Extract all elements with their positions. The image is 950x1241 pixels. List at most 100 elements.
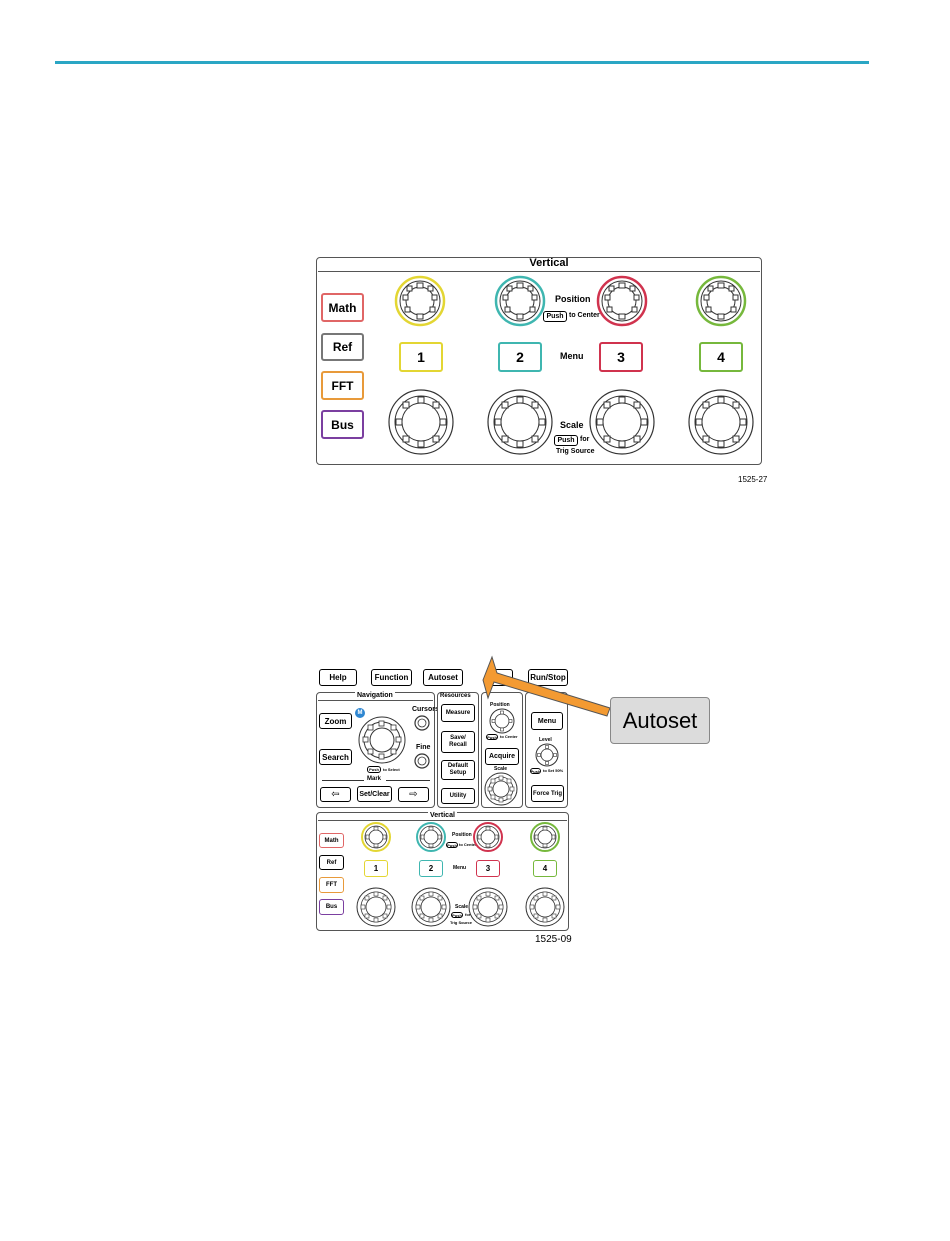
mark-divider-left (322, 780, 364, 781)
run-stop-button[interactable]: Run/Stop (528, 669, 568, 686)
push-center-small-button[interactable]: Push (446, 842, 458, 848)
horizontal-push-center-button[interactable]: Push (486, 734, 498, 740)
vertical-panel-divider (318, 271, 760, 272)
trigger-to-set-label: to Set 50% (543, 768, 564, 773)
save-recall-button[interactable]: Save/ Recall (441, 731, 475, 753)
horizontal-scale-knob[interactable] (484, 772, 518, 806)
to-center-label: to Center (569, 312, 600, 319)
scale-label: Scale (560, 420, 584, 430)
m-badge-label: M (357, 710, 363, 716)
acquire-button[interactable]: Acquire (485, 748, 519, 765)
bus-small-button[interactable]: Bus (319, 899, 344, 915)
navigation-multipurpose-knob[interactable] (357, 715, 407, 765)
help-button[interactable]: Help (319, 669, 357, 686)
horizontal-position-label: Position (490, 702, 510, 708)
function-button[interactable]: Function (371, 669, 412, 686)
autoset-button[interactable]: Autoset (423, 669, 463, 686)
fine-knob[interactable] (414, 753, 430, 769)
math-small-button[interactable]: Math (319, 833, 344, 848)
push-trig-small-button[interactable]: Push (451, 912, 463, 918)
fft-small-button[interactable]: FFT (319, 877, 344, 893)
default-setup-button[interactable]: Default Setup (441, 760, 475, 780)
ch1-menu-small-button[interactable]: 1 (364, 860, 388, 877)
zoom-button[interactable]: Zoom (319, 713, 352, 729)
push-trig-source-button[interactable]: Push (554, 435, 578, 446)
ch1-menu-button[interactable]: 1 (399, 342, 443, 372)
mark-next-button[interactable]: ⇨ (398, 787, 429, 802)
ch1-scale-knob[interactable] (387, 388, 455, 456)
to-select-label: to Select (383, 767, 400, 772)
ch3-menu-button[interactable]: 3 (599, 342, 643, 372)
math-button[interactable]: Math (321, 293, 364, 322)
set-clear-button[interactable]: Set/Clear (357, 786, 392, 802)
arrow-left-icon: ⇦ (331, 789, 340, 800)
trigger-level-label: Level (539, 737, 552, 743)
push-to-select-button[interactable]: Push (367, 766, 381, 773)
fft-button[interactable]: FFT (321, 371, 364, 400)
mark-label: Mark (367, 776, 382, 782)
ch1-scale-small-knob[interactable] (356, 887, 396, 927)
trigger-push-set-button[interactable]: Push (530, 768, 541, 774)
ch3-position-knob[interactable] (596, 275, 648, 327)
ch3-scale-knob[interactable] (588, 388, 656, 456)
cursors-knob[interactable] (414, 715, 430, 731)
push-to-center-button[interactable]: Push (543, 311, 567, 322)
ch3-position-small-knob[interactable] (473, 822, 503, 852)
bus-button[interactable]: Bus (321, 410, 364, 439)
resources-title: Resources (440, 693, 471, 699)
position-small-label: Position (452, 832, 472, 838)
ch1-position-small-knob[interactable] (361, 822, 391, 852)
for-small-label: for (465, 912, 471, 917)
cursors-label: Cursors (412, 706, 439, 713)
callout-arrow-icon (482, 655, 611, 717)
mark-divider-right (386, 780, 430, 781)
horizontal-scale-label: Scale (494, 766, 508, 772)
to-center-small-label: to Center (459, 842, 477, 847)
scale-small-label: Scale (455, 904, 469, 910)
trig-source-label: Trig Source (556, 448, 595, 455)
ch2-scale-small-knob[interactable] (411, 887, 451, 927)
ch4-menu-button[interactable]: 4 (699, 342, 743, 372)
ref-button[interactable]: Ref (321, 333, 364, 361)
menu-label: Menu (560, 351, 584, 361)
for-label: for (580, 436, 590, 443)
ch4-position-knob[interactable] (695, 275, 747, 327)
vertical-section-title: Vertical (529, 257, 569, 269)
ch2-menu-button[interactable]: 2 (498, 342, 542, 372)
ch2-scale-knob[interactable] (486, 388, 554, 456)
ch1-position-knob[interactable] (394, 275, 446, 327)
ch3-scale-small-knob[interactable] (468, 887, 508, 927)
ch4-scale-small-knob[interactable] (525, 887, 565, 927)
figure-id-2: 1525-09 (535, 934, 572, 945)
ref-small-button[interactable]: Ref (319, 855, 344, 870)
force-trig-button[interactable]: Force Trig (531, 785, 564, 802)
navigation-divider (318, 700, 433, 701)
ch2-position-small-knob[interactable] (416, 822, 446, 852)
horizontal-to-center-label: to Center (500, 734, 518, 739)
navigation-title: Navigation (355, 692, 395, 699)
menu-small-label: Menu (453, 865, 467, 871)
utility-button[interactable]: Utility (441, 788, 475, 804)
ch2-menu-small-button[interactable]: 2 (419, 860, 443, 877)
fine-label: Fine (416, 744, 431, 751)
mark-previous-button[interactable]: ⇦ (320, 787, 351, 802)
m-badge-icon: M (355, 708, 365, 718)
ch3-menu-small-button[interactable]: 3 (476, 860, 500, 877)
trig-source-small-label: Trig Source (450, 920, 473, 925)
header-rule (55, 61, 869, 64)
autoset-callout: Autoset (610, 697, 710, 744)
search-button[interactable]: Search (319, 749, 352, 765)
measure-button[interactable]: Measure (441, 704, 475, 722)
ch2-position-knob[interactable] (494, 275, 546, 327)
arrow-right-icon: ⇨ (409, 789, 418, 800)
vertical-small-divider (318, 820, 567, 821)
figure-id-1: 1525-27 (738, 475, 768, 484)
horizontal-position-knob[interactable] (489, 708, 515, 734)
ch4-scale-knob[interactable] (687, 388, 755, 456)
vertical-small-title: Vertical (428, 812, 457, 819)
ch4-menu-small-button[interactable]: 4 (533, 860, 557, 877)
position-label: Position (555, 294, 591, 304)
trigger-level-knob[interactable] (535, 743, 559, 767)
trigger-menu-button[interactable]: Menu (531, 712, 563, 730)
ch4-position-small-knob[interactable] (530, 822, 560, 852)
